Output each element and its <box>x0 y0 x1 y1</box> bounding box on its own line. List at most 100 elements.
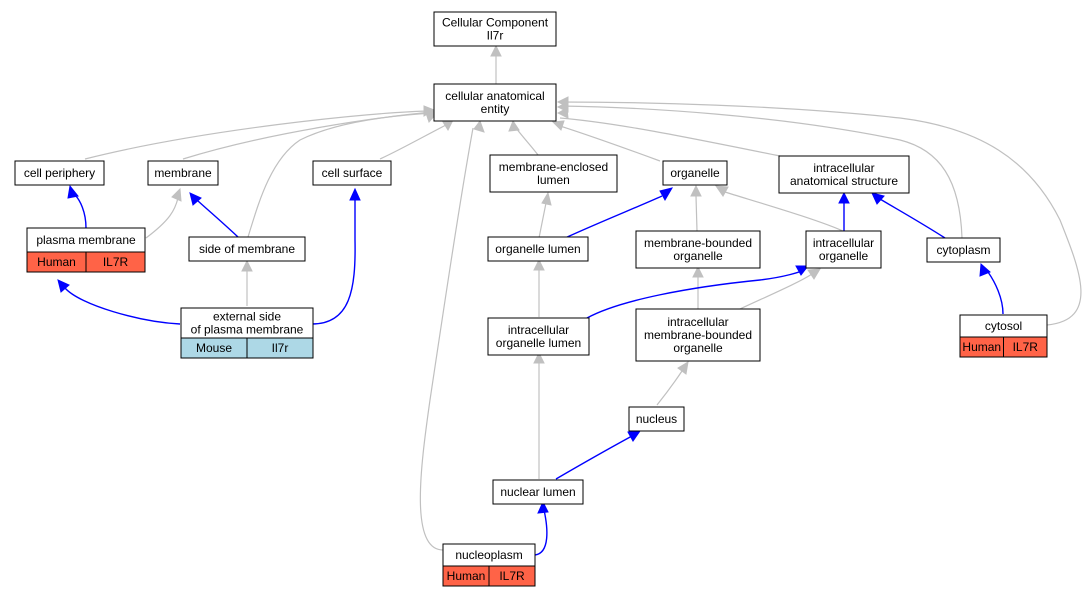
node-box <box>433 11 557 47</box>
edge-organellelumen-part-of-organelle <box>564 195 663 239</box>
arrowhead-gray-root <box>490 44 502 57</box>
node-label: plasma membrane <box>36 233 136 247</box>
arrowhead-gray-sidemembrane <box>241 259 253 272</box>
arrowhead-blue-nucleus <box>627 430 642 442</box>
edge-cellsurface-to-cae <box>379 123 449 160</box>
node-label: of plasma membrane <box>191 323 304 337</box>
arrowhead-gray-cae-right-3 <box>556 107 569 119</box>
node-label: membrane-enclosed <box>499 160 608 174</box>
node-box <box>312 160 392 186</box>
arrowhead-blue-cytoplasm <box>979 262 991 277</box>
arrowhead-blue-plasmamembrane <box>57 279 70 293</box>
node-box <box>180 307 314 339</box>
arrowhead-blue-organelle <box>659 187 674 202</box>
node-label: intracellular <box>508 323 569 337</box>
arrowhead-blue-membrane <box>189 192 202 206</box>
node-label: organelle <box>819 249 869 263</box>
edge-organelle-to-cae <box>559 125 661 162</box>
arrowhead-gray-imborganelle <box>677 361 689 375</box>
node-cell-periphery: cell periphery <box>14 160 105 186</box>
node-label: organelle lumen <box>495 242 580 256</box>
node-label: cell surface <box>322 166 383 180</box>
arrowhead-gray-intraorganelle <box>807 268 821 280</box>
node-label: anatomical structure <box>790 174 898 188</box>
node-organelle: organelle <box>662 160 728 186</box>
arrowhead-blue-ias <box>838 191 850 204</box>
arrowhead-gray-intraorglumen <box>533 351 545 364</box>
edge-mborganelle-to-organelle <box>695 195 698 232</box>
edge-organellelumen-to-melumen <box>538 202 547 239</box>
node-label: cytoplasm <box>936 243 990 257</box>
node-label: Il7r <box>487 29 504 43</box>
node-box <box>662 160 728 186</box>
edge-plasmamembrane-to-cellperiphery <box>145 197 179 239</box>
gene-cell <box>1003 336 1048 358</box>
arrowhead-blue-ias-right <box>871 192 885 205</box>
node-label: nucleus <box>636 412 677 426</box>
node-label: organelle <box>673 341 723 355</box>
node-box <box>635 308 761 362</box>
node-box <box>188 236 306 262</box>
edge-extside-part-of-cellsurface <box>311 200 356 325</box>
gene-cell <box>488 565 536 587</box>
node-label: Cellular Component <box>442 16 549 30</box>
node-label: cellular anatomical <box>445 89 544 103</box>
node-box <box>433 83 557 122</box>
node-box <box>635 230 761 269</box>
node-label: membrane-bounded <box>644 328 752 342</box>
edge-extside-part-of-plasmamembrane <box>64 287 181 325</box>
organism-label: Mouse <box>196 341 232 355</box>
node-label: nucleoplasm <box>455 548 522 562</box>
edge-intraorglumen-part-of-intraorganelle <box>586 269 805 319</box>
node-label: membrane <box>154 166 212 180</box>
node-label: cell periphery <box>24 166 95 180</box>
node-box <box>805 230 882 269</box>
node-label: intracellular <box>813 236 874 250</box>
arrowhead-blue-cellperiphery <box>67 184 79 199</box>
node-label: side of membrane <box>199 242 295 256</box>
edge-cytosol-to-cae <box>559 101 1082 326</box>
node-box <box>778 155 910 194</box>
node-box <box>926 237 1001 263</box>
arrowhead-blue-intraorganelle <box>795 265 810 276</box>
node-cell-surface: cell surface <box>312 160 392 186</box>
gene-label: Il7r <box>272 341 289 355</box>
arrowhead-blue-cellsurface <box>349 187 361 201</box>
node-label: entity <box>481 102 510 116</box>
node-box <box>487 317 590 356</box>
arrowhead-gray-organelle <box>690 184 702 197</box>
arrowhead-gray-organelle-right <box>714 185 729 197</box>
edge-cytoplasm-to-cae <box>559 105 963 239</box>
graph-edges <box>57 44 1082 556</box>
edge-nuclearlumen-part-of-nucleus <box>555 435 633 480</box>
edge-cytosol-part-of-cytoplasm <box>987 271 1004 315</box>
edge-melumen-to-cae <box>515 127 539 156</box>
node-box <box>628 406 685 432</box>
gene-label: IL7R <box>499 569 525 583</box>
arrowhead-gray-cae-bottom-3 <box>508 119 520 132</box>
edge-nucleus-to-imborganelle <box>656 370 683 406</box>
node-label: external side <box>213 310 281 324</box>
edge-imborganelle-to-intraorganelle <box>739 273 813 310</box>
node-label: organelle lumen <box>496 336 581 350</box>
arrowhead-gray-organellelumen <box>533 258 545 271</box>
arrowhead-gray-cae-bottom-2 <box>473 119 485 133</box>
edge-nucleoplasm-to-cae <box>419 127 474 551</box>
arrowhead-gray-cae-bottom-4 <box>551 120 565 131</box>
node-cytoplasm: cytoplasm <box>926 237 1001 263</box>
edge-sidemembrane-part-of-membrane <box>197 200 239 238</box>
node-label: cytosol <box>985 319 1022 333</box>
node-label: membrane-bounded <box>644 236 752 250</box>
gene-label: IL7R <box>103 255 129 269</box>
